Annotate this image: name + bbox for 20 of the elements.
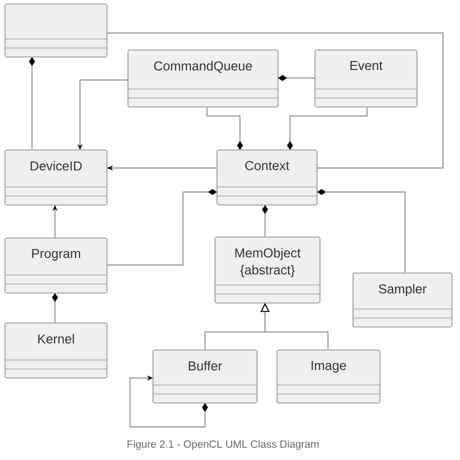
class-box [4, 3, 108, 58]
connector-line [107, 32, 444, 169]
diamond-line [52, 293, 58, 323]
arrow [129, 375, 208, 428]
class-box: Event [314, 49, 418, 108]
diamond-line [278, 75, 315, 81]
diamond-line [317, 189, 406, 273]
class-box: Sampler [352, 272, 453, 328]
caption: Figure 2.1 - OpenCL UML Class Diagram [128, 440, 319, 450]
class-box: CommandQueue [127, 49, 279, 108]
class-box: Buffer [152, 349, 258, 404]
class-box: Kernel [4, 322, 108, 379]
diamond-line [262, 205, 268, 237]
class-box: MemObject {abstract} [214, 236, 321, 304]
diamond-line [107, 189, 217, 266]
class-box: Context [216, 149, 318, 206]
class-box: Image [276, 349, 381, 404]
class-box: Program [4, 237, 108, 294]
class-box: DeviceID [4, 149, 108, 206]
diamond-line [29, 57, 35, 150]
